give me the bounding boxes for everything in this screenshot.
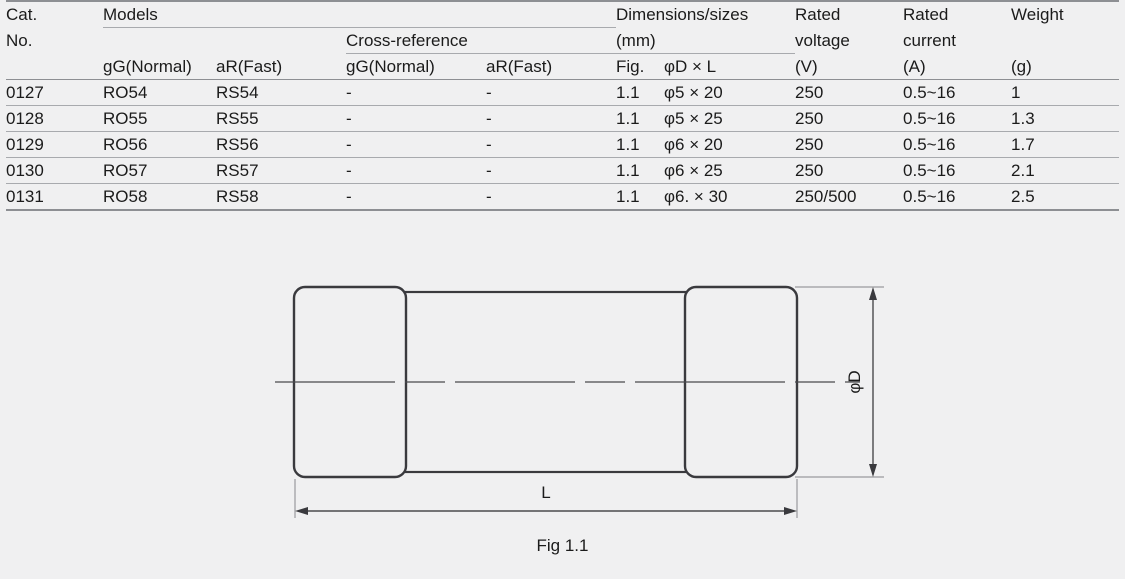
header-cat-line1: Cat. <box>6 0 103 28</box>
cell-fig: 1.1 <box>616 161 640 180</box>
header-models-ar: aR(Fast) <box>216 56 283 76</box>
arrowhead-length-left <box>295 507 308 515</box>
header-rated-voltage-line2: voltage <box>795 30 850 50</box>
cell-dim: φ5 × 25 <box>664 109 723 128</box>
cell-fig: 1.1 <box>616 187 640 206</box>
cell-model-ar: RS54 <box>216 83 259 102</box>
table-row: 0127 RO54 RS54 - - 1.1 φ5 × 20 250 0.5~1… <box>6 80 1120 106</box>
cell-rated-current: 0.5~16 <box>903 135 956 154</box>
cell-cat-no: 0131 <box>6 187 44 206</box>
header-models-gg: gG(Normal) <box>103 56 192 76</box>
cell-cat-no: 0130 <box>6 161 44 180</box>
cell-dim: φ6 × 20 <box>664 135 723 154</box>
header-group-dimensions-line1: Dimensions/sizes <box>616 0 796 28</box>
table-header-row-subgroups: No. Cross-reference (mm) voltage current <box>6 27 1119 54</box>
header-group-cross-reference: Cross-reference <box>346 27 616 54</box>
cell-dim: φ5 × 20 <box>664 83 723 102</box>
cell-rated-voltage: 250/500 <box>795 187 857 206</box>
cell-fig: 1.1 <box>616 83 640 102</box>
header-rated-current-unit: (A) <box>903 56 926 76</box>
header-rated-current-line2: current <box>903 30 956 50</box>
cell-dim: φ6 × 25 <box>664 161 723 180</box>
cell-rated-voltage: 250 <box>795 161 824 180</box>
specification-table: Cat. Models Dimensions/sizes Rated Rated… <box>6 0 1120 211</box>
dimension-label-diameter: φD <box>845 370 864 393</box>
cell-rated-current: 0.5~16 <box>903 83 956 102</box>
dimension-label-diameter-text: φD <box>845 370 864 393</box>
cell-model-gg: RO56 <box>103 135 148 154</box>
cell-model-ar: RS57 <box>216 161 259 180</box>
cell-model-gg: RO55 <box>103 109 148 128</box>
header-fig: Fig. <box>616 57 645 76</box>
header-cat-line2: No. <box>6 30 33 50</box>
cell-rated-voltage: 250 <box>795 83 824 102</box>
cell-xref-ar: - <box>486 187 492 206</box>
cell-weight: 2.1 <box>1011 161 1035 180</box>
header-weight-line2 <box>1011 28 1119 54</box>
table-header-row-columns: gG(Normal) aR(Fast) gG(Normal) aR(Fast) … <box>6 54 1120 80</box>
header-xref-gg: gG(Normal) <box>346 57 435 76</box>
header-group-models: Models <box>103 0 616 28</box>
fuse-technical-drawing: φD L Fig 1.1 <box>0 250 1125 579</box>
arrowhead-length-right <box>784 507 797 515</box>
cell-weight: 1.3 <box>1011 109 1035 128</box>
table-row: 0130 RO57 RS57 - - 1.1 φ6 × 25 250 0.5~1… <box>6 158 1120 184</box>
cell-rated-voltage: 250 <box>795 109 824 128</box>
cell-dim: φ6. × 30 <box>664 187 728 206</box>
header-xref-ar: aR(Fast) <box>486 57 553 76</box>
cell-model-ar: RS58 <box>216 187 259 206</box>
header-models-spacer <box>103 28 216 54</box>
cell-weight: 1 <box>1011 83 1021 102</box>
cell-cat-no: 0127 <box>6 83 44 102</box>
cell-xref-gg: - <box>346 109 352 128</box>
cell-rated-current: 0.5~16 <box>903 187 956 206</box>
cell-xref-ar: - <box>486 135 492 154</box>
cell-xref-ar: - <box>486 109 492 128</box>
table-row: 0128 RO55 RS55 - - 1.1 φ5 × 25 250 0.5~1… <box>6 106 1120 132</box>
cell-model-ar: RS55 <box>216 109 259 128</box>
header-weight-line1: Weight <box>1011 0 1120 28</box>
cell-model-gg: RO58 <box>103 187 148 206</box>
cell-xref-ar: - <box>486 161 492 180</box>
header-models-spacer-2 <box>216 28 346 54</box>
arrowhead-diameter-bottom <box>869 464 877 477</box>
cell-xref-gg: - <box>346 161 352 180</box>
specification-table-container: Cat. Models Dimensions/sizes Rated Rated… <box>0 0 1125 211</box>
header-weight-unit: (g) <box>1011 56 1032 76</box>
header-cat-spacer <box>6 54 103 80</box>
header-group-dimensions-line2: (mm) <box>616 27 796 54</box>
cell-xref-gg: - <box>346 135 352 154</box>
cell-weight: 1.7 <box>1011 135 1035 154</box>
cell-model-gg: RO57 <box>103 161 148 180</box>
cell-cat-no: 0128 <box>6 109 44 128</box>
header-dim-formula: φD × L <box>664 57 717 76</box>
header-rated-current-line1: Rated <box>903 0 1012 28</box>
cell-xref-ar: - <box>486 83 492 102</box>
cell-cat-no: 0129 <box>6 135 44 154</box>
header-rated-voltage-unit: (V) <box>795 56 818 76</box>
arrowhead-diameter-top <box>869 287 877 300</box>
header-rated-voltage-line1: Rated <box>795 0 904 28</box>
cell-xref-gg: - <box>346 83 352 102</box>
cell-fig: 1.1 <box>616 109 640 128</box>
table-row: 0129 RO56 RS56 - - 1.1 φ6 × 20 250 0.5~1… <box>6 132 1120 158</box>
cell-model-ar: RS56 <box>216 135 259 154</box>
dimension-label-length-text: L <box>541 483 550 502</box>
dimension-label-length: L <box>541 483 550 502</box>
table-header-row-groups: Cat. Models Dimensions/sizes Rated Rated… <box>6 0 1120 28</box>
cell-rated-current: 0.5~16 <box>903 109 956 128</box>
cell-model-gg: RO54 <box>103 83 148 102</box>
cell-weight: 2.5 <box>1011 187 1035 206</box>
table-row: 0131 RO58 RS58 - - 1.1 φ6. × 30 250/500 … <box>6 184 1120 210</box>
cell-rated-voltage: 250 <box>795 135 824 154</box>
figure-caption: Fig 1.1 <box>536 536 589 555</box>
cell-fig: 1.1 <box>616 135 640 154</box>
cell-xref-gg: - <box>346 187 352 206</box>
cell-rated-current: 0.5~16 <box>903 161 956 180</box>
